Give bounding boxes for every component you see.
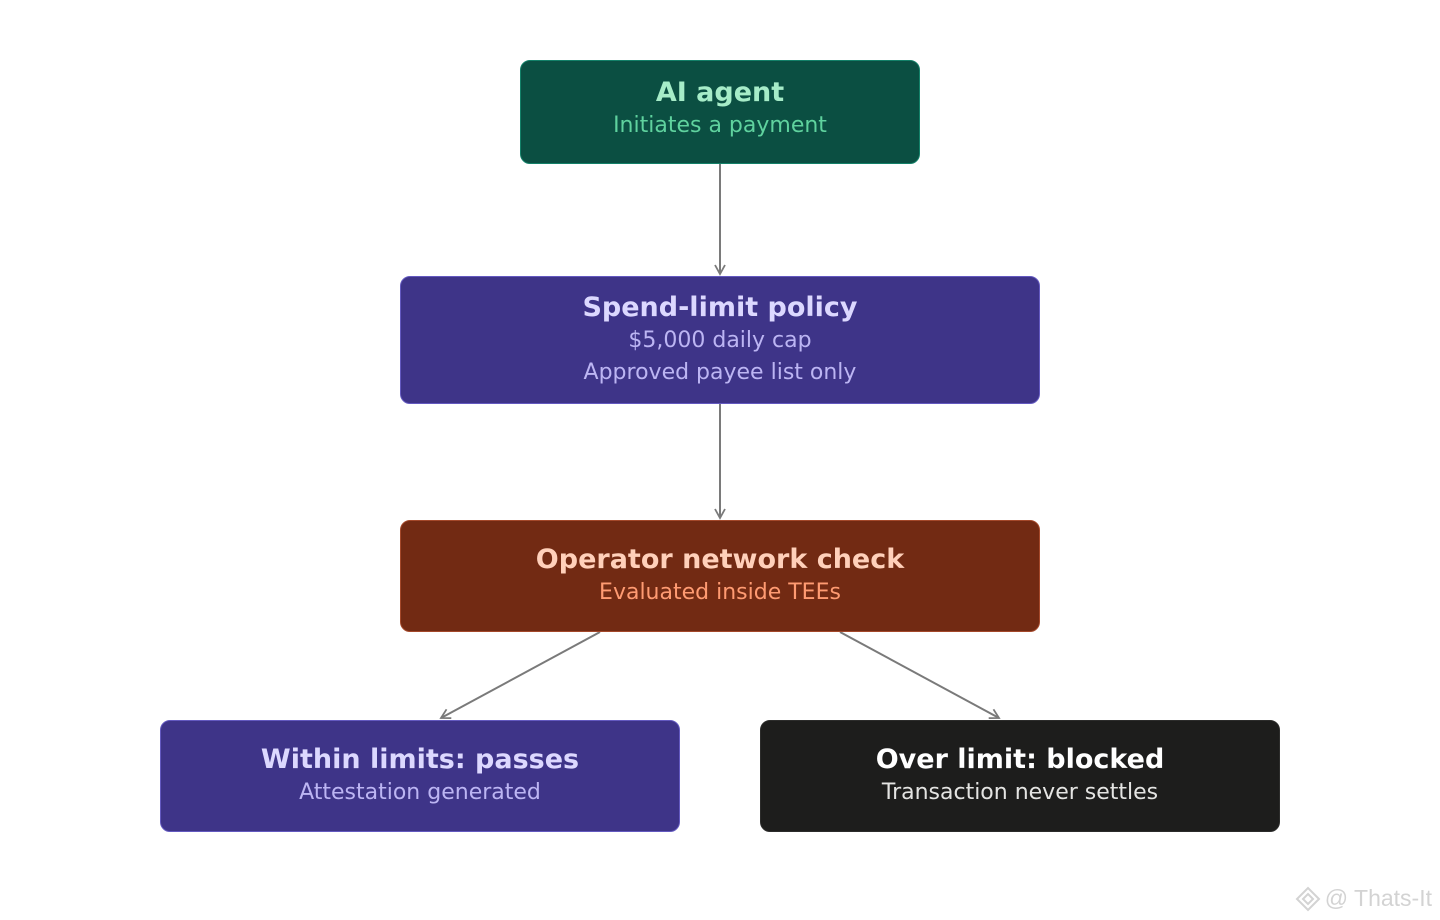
watermark: @ Thats-It <box>1295 885 1432 912</box>
watermark-text: @ Thats-It <box>1324 885 1432 911</box>
node-over-limit: Over limit: blocked Transaction never se… <box>760 720 1280 832</box>
node-within-limits: Within limits: passes Attestation genera… <box>160 720 680 832</box>
node-spend-limit-policy: Spend-limit policy $5,000 daily cap Appr… <box>400 276 1040 404</box>
edge-check-to-block <box>839 631 1001 720</box>
node-subtitle: Attestation generated <box>299 780 541 805</box>
node-subtitle-daily-cap: $5,000 daily cap <box>628 328 812 353</box>
node-subtitle: Initiates a payment <box>613 113 827 138</box>
node-ai-agent: AI agent Initiates a payment <box>520 60 920 164</box>
node-subtitle: Evaluated inside TEEs <box>599 580 841 605</box>
node-title: Spend-limit policy <box>582 292 858 323</box>
node-title: AI agent <box>655 77 785 108</box>
edge-check-to-pass <box>439 631 601 720</box>
node-title: Over limit: blocked <box>875 744 1165 775</box>
diamond-logo-icon <box>1295 886 1321 911</box>
node-operator-network-check: Operator network check Evaluated inside … <box>400 520 1040 632</box>
node-title: Within limits: passes <box>260 744 580 775</box>
node-subtitle: Transaction never settles <box>881 780 1159 805</box>
node-subtitle-payee-list: Approved payee list only <box>583 360 857 385</box>
node-title: Operator network check <box>535 544 905 575</box>
